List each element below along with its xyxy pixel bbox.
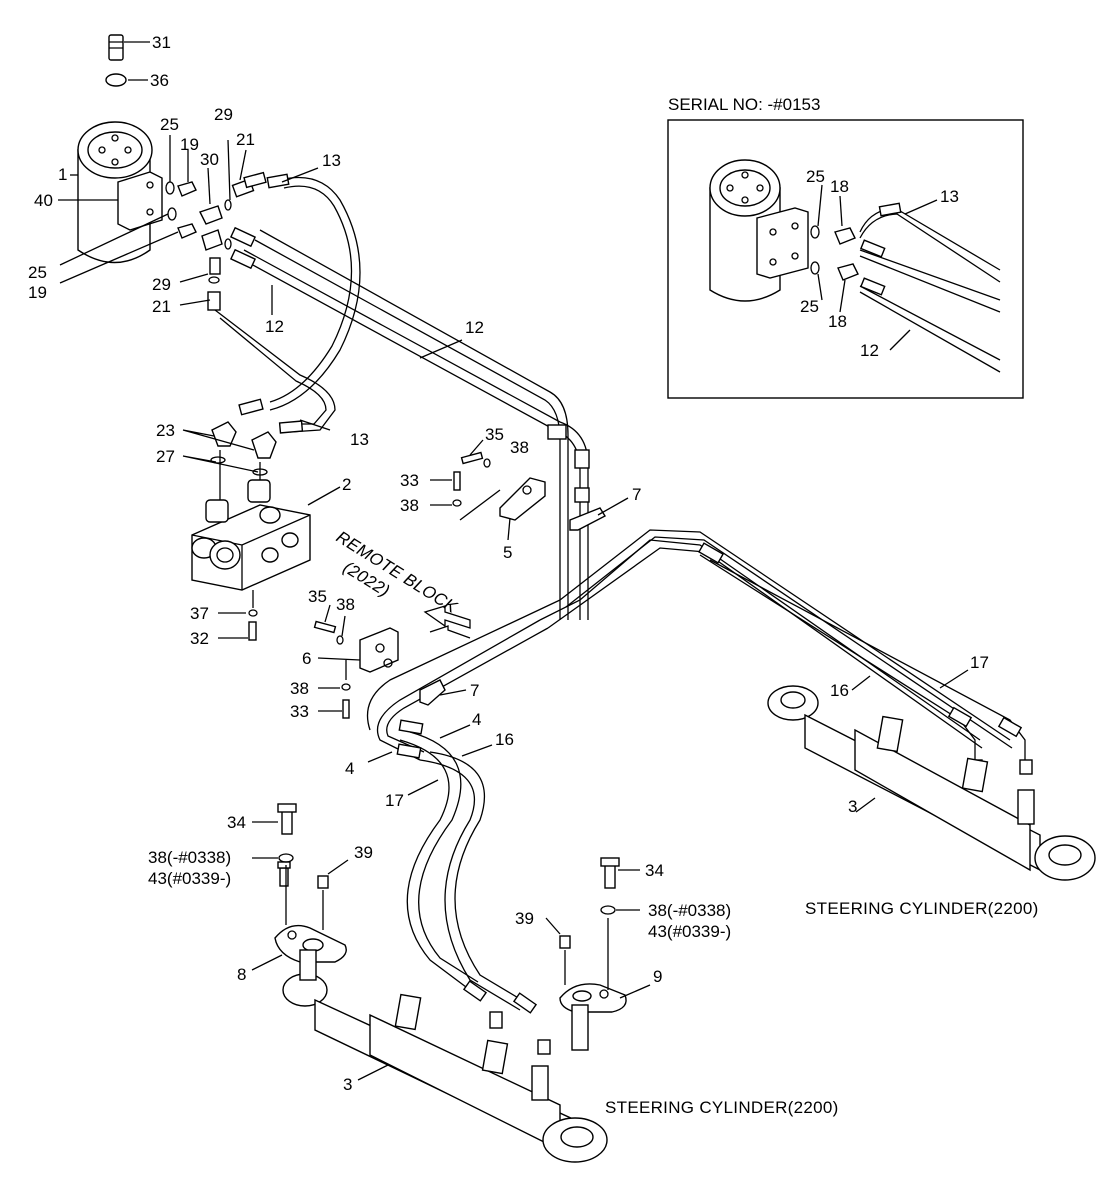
callout-33-top: 33 (400, 471, 419, 490)
callout-13-top: 13 (322, 151, 341, 170)
inset-label-25-top: 25 (806, 167, 825, 186)
callout-3-right: 3 (848, 797, 857, 816)
inset-label-12: 12 (860, 341, 879, 360)
callout-17-right: 17 (970, 653, 989, 672)
priority-valve-block (191, 421, 311, 641)
remote-block-arrow (423, 605, 471, 639)
callout-16-mid: 16 (495, 730, 514, 749)
callout-38-right-serial: 38(-#0338) (648, 901, 731, 920)
callout-12-mid: 12 (465, 318, 484, 337)
callout-27: 27 (156, 447, 175, 466)
callout-3-bottom: 3 (343, 1075, 352, 1094)
callout-35-bottom: 35 (308, 587, 327, 606)
inset-label-13: 13 (940, 187, 959, 206)
callout-33-bottom: 33 (290, 702, 309, 721)
callout-38-left-serial: 38(-#0338) (148, 848, 231, 867)
callout-12-left: 12 (265, 317, 284, 336)
callout-38-bottom: 38 (290, 679, 309, 698)
callout-2: 2 (342, 475, 351, 494)
clamps-7 (419, 507, 606, 706)
callout-4-top: 4 (472, 710, 481, 729)
callout-38-bottom-top: 38 (336, 595, 355, 614)
callout-34-left: 34 (227, 813, 246, 832)
steering-unit-orbitrol (77, 34, 197, 264)
callout-5: 5 (503, 543, 512, 562)
bottom-steering-cylinder (282, 973, 608, 1163)
callout-37: 37 (190, 604, 209, 623)
callout-19-left: 19 (28, 283, 47, 302)
orbitrol-fittings (199, 178, 255, 311)
hose-fittings (229, 171, 1033, 1055)
callout-36: 36 (150, 71, 169, 90)
callout-43-left-serial: 43(#0339-) (148, 869, 231, 888)
callout-labels: 31 36 1 40 25 19 25 19 30 29 21 13 29 21… (28, 33, 989, 1094)
callout-16-right: 16 (830, 681, 849, 700)
pin-plate-9 (559, 857, 627, 1051)
callout-29-top: 29 (214, 105, 233, 124)
callout-32: 32 (190, 629, 209, 648)
callout-31: 31 (152, 33, 171, 52)
callout-4-left: 4 (345, 759, 354, 778)
callout-13-mid: 13 (350, 430, 369, 449)
callout-21-left: 21 (152, 297, 171, 316)
callout-38-top: 38 (510, 438, 529, 457)
callout-30: 30 (200, 150, 219, 169)
inset-panel: SERIAL NO: -#0153 (667, 95, 1024, 399)
callout-9: 9 (653, 967, 662, 986)
inset-label-25-bottom: 25 (800, 297, 819, 316)
callout-8: 8 (237, 965, 246, 984)
callout-7-bottom: 7 (470, 681, 479, 700)
callout-40: 40 (34, 191, 53, 210)
inset-steering-unit (709, 159, 809, 302)
callout-43-right-serial: 43(#0339-) (648, 922, 731, 941)
caption-right-cylinder: STEERING CYLINDER(2200) (805, 899, 1039, 918)
callout-25-left: 25 (28, 263, 47, 282)
callout-6: 6 (302, 649, 311, 668)
callout-39-left: 39 (354, 843, 373, 862)
callout-25-top: 25 (160, 115, 179, 134)
inset-title: SERIAL NO: -#0153 (668, 95, 820, 114)
bracket-5 (452, 451, 546, 521)
callout-29-left: 29 (152, 275, 171, 294)
callout-38-top-left: 38 (400, 496, 419, 515)
callout-23: 23 (156, 421, 175, 440)
callout-7-right: 7 (632, 485, 641, 504)
callout-21-top: 21 (236, 130, 255, 149)
inset-label-18-bottom: 18 (828, 312, 847, 331)
bracket-6 (313, 620, 399, 719)
callout-35-top: 35 (485, 425, 504, 444)
inset-label-18-top: 18 (830, 177, 849, 196)
hydraulic-hoses (214, 176, 1026, 1011)
callout-39-right: 39 (515, 909, 534, 928)
pin-plate-8 (274, 803, 347, 981)
callout-17-left: 17 (385, 791, 404, 810)
callout-1: 1 (58, 165, 67, 184)
right-steering-cylinder (767, 685, 1096, 881)
callout-34-right: 34 (645, 861, 664, 880)
leader-lines (58, 41, 969, 1081)
callout-19-top: 19 (180, 135, 199, 154)
caption-bottom-cylinder: STEERING CYLINDER(2200) (605, 1098, 839, 1117)
